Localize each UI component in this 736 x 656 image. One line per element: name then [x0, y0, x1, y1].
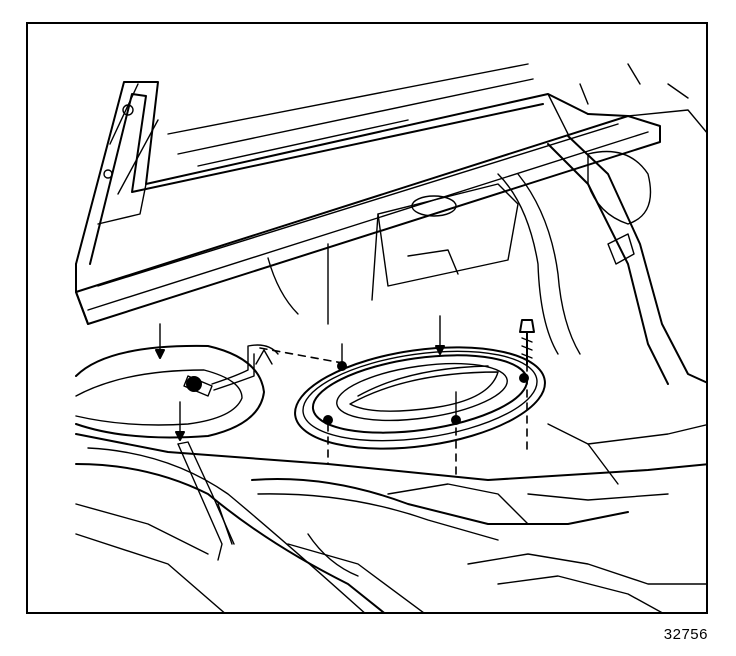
figure-number: 32756 [663, 626, 708, 643]
illustration-frame [26, 22, 708, 614]
trunk-floor-lower-structure [75, 423, 706, 612]
fuel-pump-wire-harness [211, 344, 279, 391]
cover-retaining-screws [259, 315, 535, 475]
fuel-tank-access-cover-diagram [75, 63, 706, 612]
fuel-tank-access-cover [294, 346, 546, 450]
rear-shelf-beam [75, 93, 661, 325]
rear-window-frame [75, 63, 589, 265]
trunk-inner-wall [267, 183, 519, 325]
right-quarter-panel [497, 63, 706, 385]
spare-tire-well [75, 323, 273, 441]
